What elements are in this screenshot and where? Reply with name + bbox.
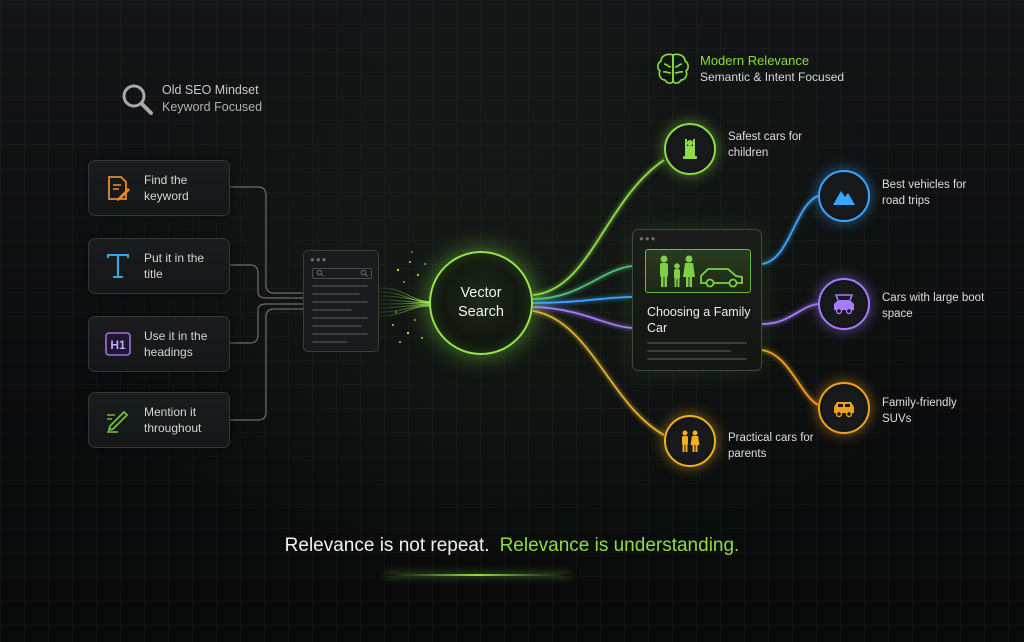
step-label: Find the keyword — [144, 173, 189, 203]
step-mention: Mention it throughout — [88, 392, 230, 448]
modern-relevance-subtitle: Semantic & Intent Focused — [700, 70, 845, 84]
intent-node-roadtrips — [818, 170, 870, 222]
tagline: Relevance is not repeat. Relevance is und… — [0, 535, 1024, 557]
intent-label: Practical cars for parents — [728, 432, 814, 460]
mountains-icon — [833, 191, 855, 205]
child-seat-icon — [683, 139, 697, 159]
step-headings: H1 Use it in the headings — [88, 316, 230, 372]
keyword-page-doc: ●●● — [303, 250, 379, 352]
intent-label: Cars with large boot space — [882, 292, 985, 320]
tagline-part2: Relevance is understanding. — [499, 535, 740, 556]
h1-icon: H1 — [105, 332, 131, 356]
old-seo-title: Old SEO Mindset — [162, 83, 259, 97]
tagline-underline — [385, 574, 570, 576]
search-icon — [360, 269, 368, 277]
search-icon — [316, 269, 324, 277]
vector-beams — [378, 287, 432, 317]
old-seo-header: Old SEO Mindset Keyword Focused — [120, 82, 262, 116]
car-boot-icon — [834, 294, 854, 315]
step-connectors — [230, 186, 303, 421]
modern-relevance-header: Modern Relevance Semantic & Intent Focus… — [654, 50, 844, 88]
intent-node-parents — [664, 415, 716, 467]
family-car-icon — [645, 249, 751, 293]
svg-text:H1: H1 — [110, 338, 126, 352]
search-bar — [312, 268, 372, 279]
step-label: Use it in the headings — [144, 329, 208, 359]
title-t-icon — [107, 254, 129, 278]
magnifier-icon — [122, 84, 153, 115]
intent-label: Best vehicles for road trips — [882, 179, 967, 207]
intent-node-suvs — [818, 382, 870, 434]
step-find-keyword: Find the keyword — [88, 160, 230, 216]
vector-search-node: Vector Search — [429, 251, 533, 355]
intent-label: Safest cars for children — [728, 131, 803, 159]
pencil-lines-icon — [107, 410, 129, 433]
parents-icon — [682, 430, 700, 452]
modern-relevance-title: Modern Relevance — [700, 53, 810, 68]
intent-node-bootspace — [818, 278, 870, 330]
output-curves — [532, 159, 819, 436]
step-label: Put it in the title — [144, 251, 205, 281]
intent-label: Family-friendly SUVs — [882, 397, 957, 425]
old-seo-subtitle: Keyword Focused — [162, 100, 263, 114]
sparkle-particles — [392, 251, 426, 343]
intent-node-safest — [664, 123, 716, 175]
vector-search-label: Vector Search — [458, 285, 504, 320]
document-pen-icon — [108, 176, 130, 201]
article-title: Choosing a Family Car — [647, 305, 751, 335]
tagline-part1: Relevance is not repeat. — [284, 535, 490, 556]
brain-icon — [657, 53, 689, 84]
step-title: Put it in the title — [88, 238, 230, 294]
article-doc: ●●● Choosing a Family Car — [632, 229, 762, 371]
step-label: Mention it throughout — [144, 405, 202, 435]
suv-icon — [834, 402, 854, 418]
